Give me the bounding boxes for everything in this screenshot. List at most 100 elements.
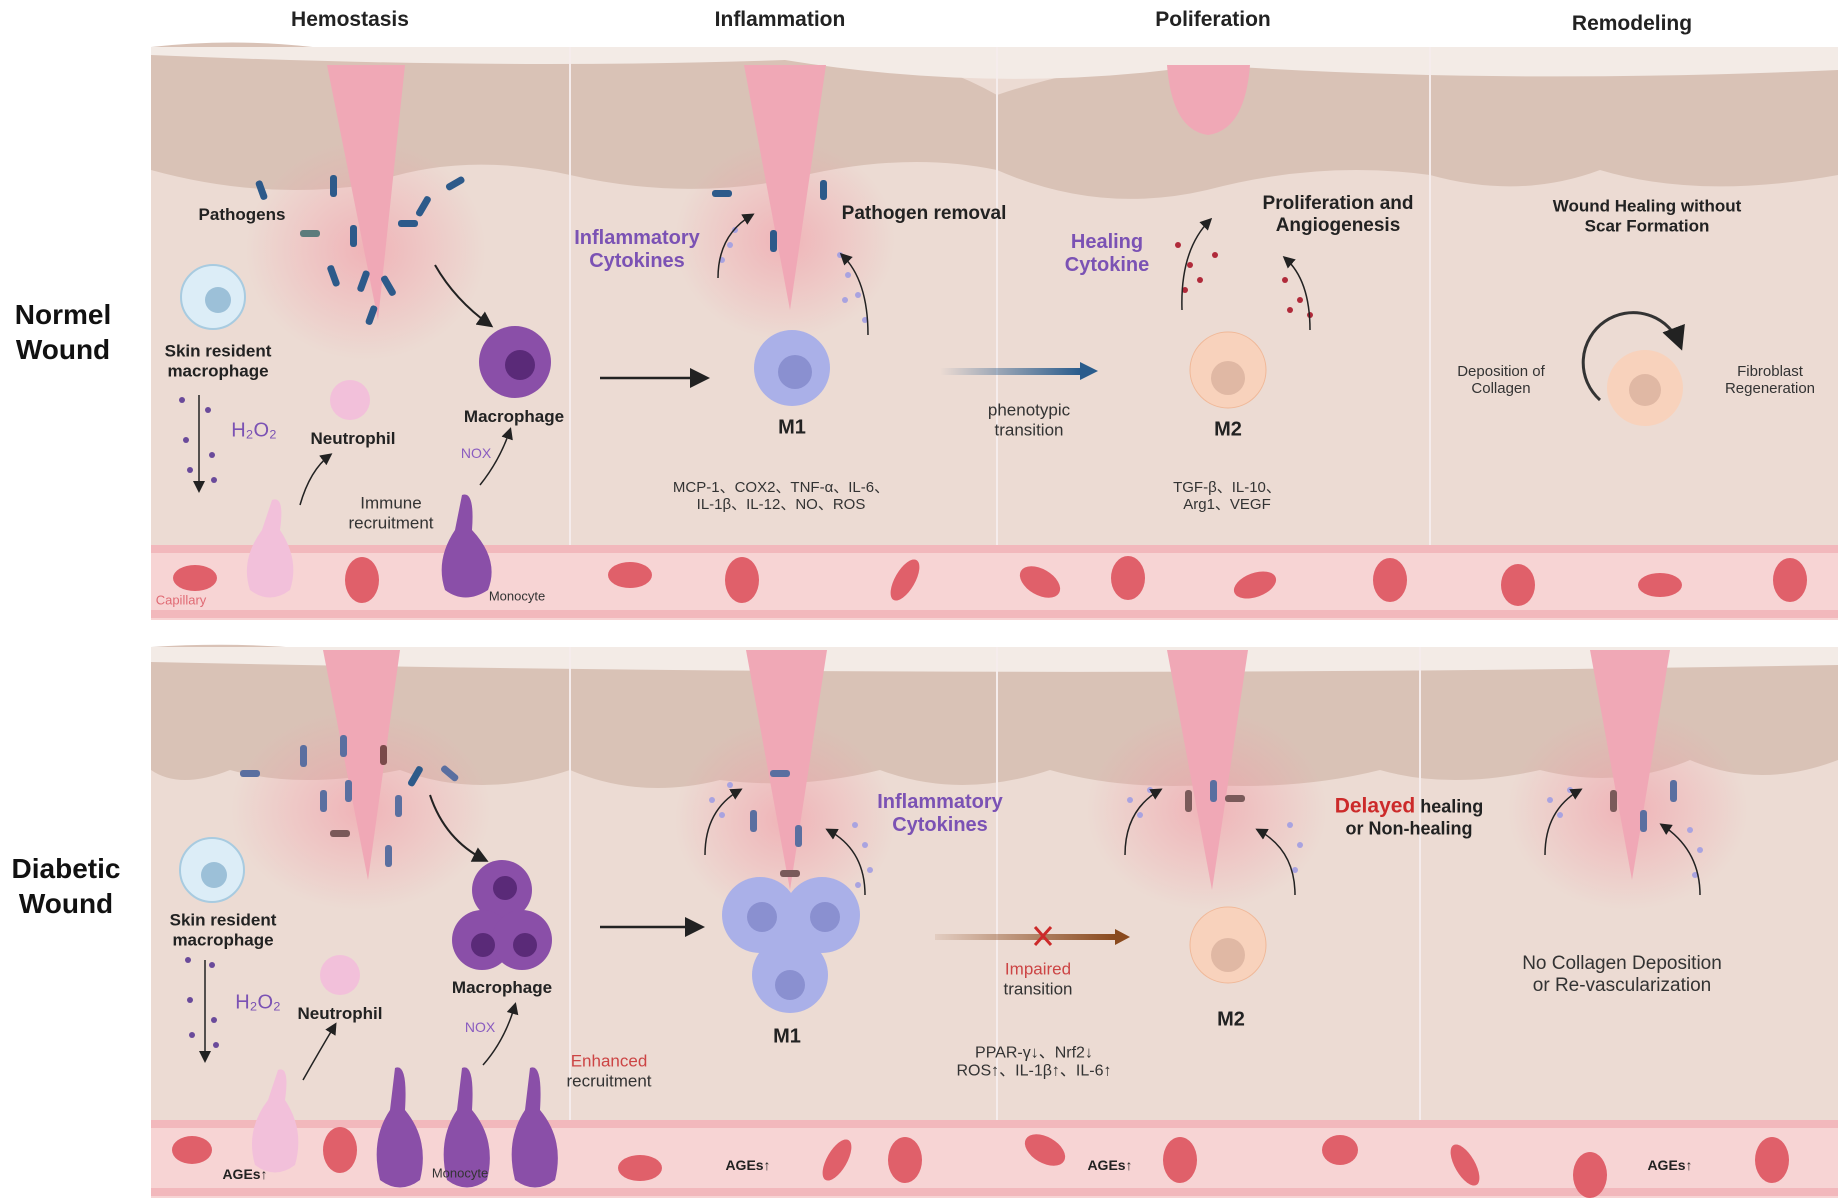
column-header-inflammation: Inflammation: [714, 7, 846, 31]
cytokine-arrow: [825, 828, 866, 896]
cytokine-arrow: [1124, 788, 1163, 856]
label-neutrophil: Neutrophil: [310, 429, 396, 449]
label-line: Inflammatory: [877, 791, 1003, 813]
normal-wound-panel: [151, 42, 1838, 620]
cytokine-arrow: [839, 252, 869, 336]
label-line: MCP-1、COX2、TNF-α、IL-6、: [672, 478, 890, 496]
label-macrophage: Macrophage: [463, 407, 565, 427]
label-line: Fibroblast: [1737, 362, 1803, 380]
label-line: Skin resident: [169, 910, 277, 930]
label-line: Proliferation and: [1262, 193, 1414, 215]
label-line: recruitment: [348, 513, 434, 532]
wound-inflammation: [744, 65, 826, 310]
label-impaired: Impaired: [1004, 959, 1072, 979]
label-non-healing: or Non-healing: [1345, 818, 1473, 839]
label-line: TGF-β、IL-10、: [1173, 478, 1281, 496]
label-line: Cytokines: [589, 250, 685, 272]
label-monocyte-diabetic: Monocyte: [431, 1165, 489, 1181]
red-blood-cells-diabetic: [172, 1127, 1789, 1198]
label-pathogens: Pathogens: [198, 205, 286, 225]
label-h2o2: H₂O₂: [231, 419, 277, 442]
label-delayed: Delayed: [1334, 794, 1416, 818]
label-line: Deposition of: [1457, 362, 1545, 380]
label-line: ROS↑、IL-1β↑、IL-6↑: [956, 1063, 1112, 1080]
column-header-remodeling: Remodeling: [1571, 11, 1693, 35]
wound-hemostasis-diabetic: [323, 650, 400, 880]
label-m1-diabetic: M1: [773, 1025, 801, 1048]
healing-cytokine-dots: [1175, 242, 1313, 318]
label-healing: healing: [1420, 796, 1484, 817]
healing-cytokine-arrow: [1181, 217, 1213, 311]
row-label-line: Diabetic: [11, 853, 121, 884]
cytokine-arrow: [1255, 828, 1296, 896]
label-ages: AGEs↑: [222, 1165, 268, 1182]
column-header-proliferation: Poliferation: [1155, 7, 1271, 31]
label-neutrophil-diabetic: Neutrophil: [297, 1004, 383, 1024]
diabetic-wound-panel: [151, 644, 1838, 1198]
wound-proliferation: [1167, 65, 1250, 135]
wound-proliferation-diabetic: [1167, 650, 1248, 890]
label-ages: AGEs↑: [1647, 1156, 1693, 1173]
label-line: Collagen: [1471, 380, 1531, 397]
label-line: macrophage: [172, 930, 274, 949]
label-line: Healing: [1070, 231, 1144, 253]
cytokine-arrow: [1659, 823, 1701, 896]
monocyte-to-macrophage-arrow-diabetic: [482, 1002, 519, 1066]
capillary-diabetic: [151, 1120, 1838, 1198]
row-label-line: Wound: [15, 334, 111, 365]
macrophage-cluster: [452, 860, 552, 970]
label-line: Cytokine: [1064, 254, 1150, 276]
red-blood-cells: [173, 556, 1807, 606]
pathogens-diabetic: [240, 735, 1677, 877]
regeneration-cycle-arrow: [1581, 311, 1685, 402]
neutrophil-transmigrating: [246, 499, 294, 598]
neutrophil-transmigrating-diabetic: [251, 1069, 299, 1173]
phenotypic-transition-arrow: [940, 368, 1080, 375]
h2o2-dots-diabetic: [185, 957, 219, 1048]
label-nox-diabetic: NOX: [464, 1018, 496, 1035]
label-line: Regeneration: [1724, 380, 1816, 397]
label-ages: AGEs↑: [1087, 1156, 1133, 1173]
label-line: PPAR-γ↓、Nrf2↓: [975, 1044, 1093, 1062]
neutrophil-cell-diabetic: [320, 955, 360, 995]
monocytes-transmigrating: [376, 1067, 558, 1188]
cytokine-arrow: [717, 213, 755, 279]
cytokine-arrow: [704, 788, 743, 856]
cytokine-arrow: [1544, 788, 1583, 856]
capillary: [151, 545, 1838, 620]
label-ages: AGEs↑: [725, 1156, 771, 1173]
inflammatory-cytokine-dots-diabetic: [709, 782, 1703, 888]
row-label-line: Wound: [18, 888, 114, 919]
label-line: or Re-vascularization: [1532, 975, 1712, 996]
label-line: Arg1、VEGF: [1183, 496, 1271, 513]
label-nox: NOX: [460, 444, 492, 461]
wound-hemostasis: [327, 65, 405, 320]
pathogen-to-macrophage-arrow-diabetic: [429, 794, 489, 862]
label-recruitment: recruitment: [566, 1071, 652, 1090]
label-transition: transition: [1003, 979, 1073, 998]
label-m2: M2: [1214, 418, 1242, 441]
label-h2o2-diabetic: H₂O₂: [235, 991, 281, 1014]
label-capillary: Capillary: [155, 592, 207, 608]
monocyte-to-macrophage-arrow: [479, 427, 513, 486]
label-line: phenotypic: [987, 400, 1071, 420]
inflammatory-cytokine-dots: [719, 227, 868, 323]
label-diabetic-markers: PPAR-γ↓、Nrf2↓ROS↑、IL-1β↑、IL-6↑: [956, 1045, 1111, 1082]
